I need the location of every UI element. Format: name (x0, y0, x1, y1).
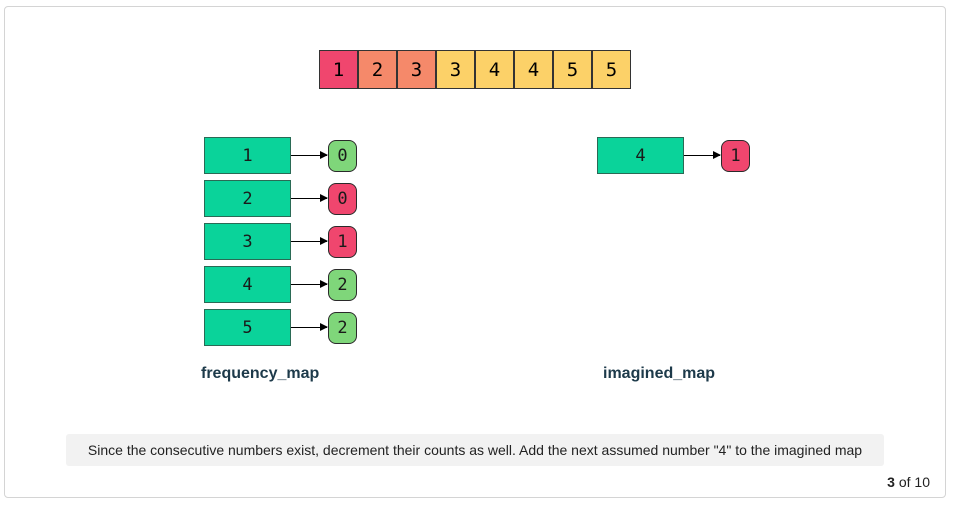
array-cell: 3 (436, 50, 475, 89)
array-cell: 4 (514, 50, 553, 89)
map-key: 4 (597, 137, 684, 174)
map-count: 1 (328, 226, 357, 258)
map-count: 0 (328, 140, 357, 172)
array-cell: 1 (319, 50, 358, 89)
map-key: 1 (204, 137, 291, 174)
map-count: 0 (328, 183, 357, 215)
map-arrow (291, 194, 328, 202)
imagined-map-label: imagined_map (603, 365, 716, 382)
map-key: 3 (204, 223, 291, 260)
array-cell: 3 (397, 50, 436, 89)
map-arrow (291, 280, 328, 288)
map-arrow (291, 237, 328, 245)
map-arrow (684, 151, 721, 159)
array-cell: 5 (553, 50, 592, 89)
map-count: 2 (328, 312, 357, 344)
array-cell: 5 (592, 50, 631, 89)
map-key: 4 (204, 266, 291, 303)
map-key: 5 (204, 309, 291, 346)
page-indicator: 3 of 10 (887, 474, 930, 490)
map-arrow (291, 323, 328, 331)
map-arrow (291, 151, 328, 159)
page-separator: of (894, 474, 915, 490)
array-cell: 2 (358, 50, 397, 89)
total-pages: 10 (914, 474, 930, 490)
map-count: 1 (721, 140, 750, 172)
caption-text: Since the consecutive numbers exist, dec… (87, 442, 863, 458)
array-cell: 4 (475, 50, 514, 89)
frequency-map-label: frequency_map (201, 365, 320, 382)
current-page: 3 (887, 474, 895, 490)
map-count: 2 (328, 269, 357, 301)
step-caption: Since the consecutive numbers exist, dec… (66, 434, 884, 466)
map-key: 2 (204, 180, 291, 217)
